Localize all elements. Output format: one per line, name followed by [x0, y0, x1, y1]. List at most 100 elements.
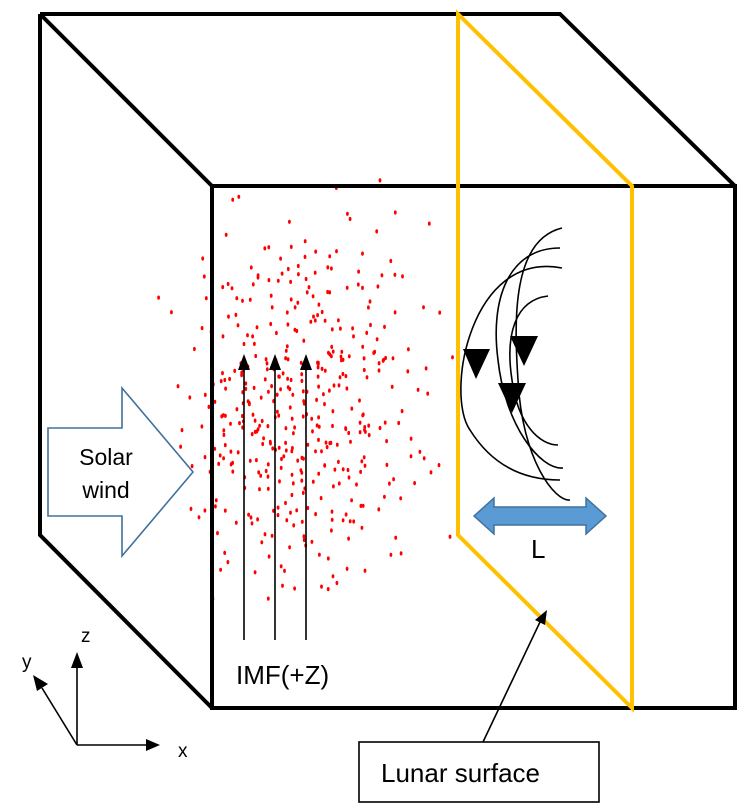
particle — [303, 254, 307, 259]
particle — [300, 372, 304, 377]
particle — [393, 272, 397, 277]
particle — [226, 560, 230, 565]
particle — [268, 439, 272, 444]
particle — [180, 428, 184, 433]
particle — [451, 355, 454, 360]
particle — [331, 349, 335, 354]
field-loop-small — [509, 295, 559, 446]
particle — [190, 464, 194, 469]
particle — [335, 580, 339, 586]
particle — [266, 424, 270, 429]
particle — [326, 289, 329, 295]
particle — [323, 402, 326, 407]
particle — [359, 469, 362, 474]
box-back-edges — [38, 12, 737, 710]
particle — [382, 357, 386, 362]
particle — [348, 216, 352, 222]
particle — [312, 314, 315, 319]
particle — [429, 470, 433, 475]
imf-arrow-1-head — [238, 354, 250, 370]
particle — [258, 423, 261, 428]
particle — [291, 392, 295, 397]
particle — [222, 428, 226, 433]
particle — [302, 456, 305, 461]
particle — [372, 350, 376, 355]
particle — [203, 508, 207, 513]
particle — [358, 398, 361, 403]
particle — [259, 395, 263, 400]
particle — [234, 520, 238, 525]
coordinate-axes — [33, 652, 160, 751]
particle — [350, 498, 353, 503]
particle — [367, 305, 370, 310]
particle — [270, 533, 274, 538]
particle — [351, 326, 354, 331]
particle — [400, 409, 404, 414]
particle — [316, 360, 319, 365]
particle — [358, 420, 362, 425]
particle — [233, 368, 237, 373]
particle — [229, 462, 233, 467]
particle — [337, 383, 341, 388]
particle — [317, 415, 320, 420]
particle — [176, 384, 180, 389]
particle — [218, 453, 222, 458]
particle — [246, 399, 250, 404]
particle — [280, 456, 283, 462]
particle — [385, 439, 388, 444]
particle — [346, 211, 349, 216]
particle — [413, 481, 416, 486]
particle — [214, 498, 218, 503]
particle — [338, 375, 342, 380]
particle — [337, 459, 340, 464]
particle — [248, 297, 252, 302]
particle — [376, 284, 380, 289]
block-arrow-right-icon — [47, 385, 195, 559]
particle — [267, 278, 271, 283]
particle — [246, 333, 249, 338]
particle — [251, 334, 255, 339]
particle — [322, 392, 325, 397]
particle — [358, 430, 362, 435]
particle — [227, 314, 230, 319]
particle — [256, 517, 259, 522]
particle — [213, 399, 217, 404]
particle — [427, 221, 431, 226]
particle — [238, 421, 241, 426]
field-arrowhead-3 — [498, 383, 526, 413]
particle — [316, 313, 319, 318]
particle — [267, 389, 270, 394]
particle — [323, 463, 327, 468]
box-top-left-edge — [38, 12, 214, 188]
particle — [346, 467, 350, 473]
particle — [231, 469, 235, 474]
particle — [291, 481, 295, 486]
particle — [280, 271, 284, 276]
particle — [389, 258, 393, 264]
particle — [302, 338, 306, 343]
particle — [437, 463, 441, 468]
particle — [288, 405, 292, 410]
scale-label: L — [531, 534, 545, 564]
particle — [320, 449, 323, 454]
particle — [341, 371, 345, 377]
particle — [339, 354, 343, 359]
particle — [279, 256, 282, 261]
particle — [341, 467, 345, 472]
particle — [375, 337, 379, 342]
particle — [326, 587, 330, 592]
particle — [297, 272, 300, 277]
particle — [300, 378, 304, 383]
particle — [253, 429, 257, 434]
particle — [359, 503, 363, 508]
particle — [422, 305, 425, 310]
particle — [223, 550, 227, 556]
particle — [385, 462, 389, 467]
particle — [224, 232, 228, 237]
particle — [377, 361, 381, 366]
particle — [288, 386, 292, 392]
particle — [302, 534, 306, 539]
particle — [328, 290, 332, 295]
axis-z-label: z — [81, 626, 91, 647]
particle — [277, 413, 281, 418]
